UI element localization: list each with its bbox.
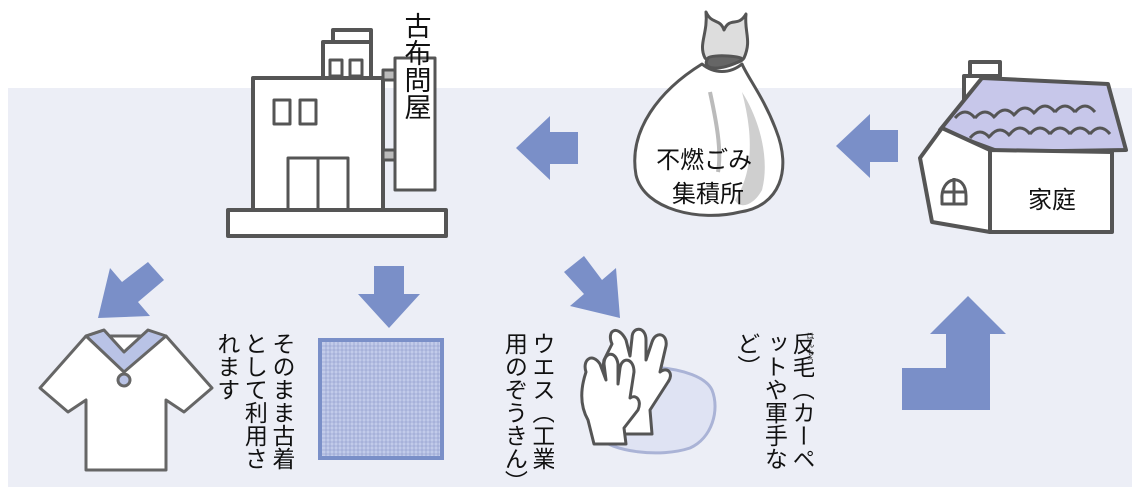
recycle-caption-box: 反毛（カーペットや軍手など）	[732, 332, 814, 470]
rag-caption: ウエス（工業用のぞうきん）	[500, 332, 554, 482]
arrow-collection-to-wholesaler	[516, 116, 578, 180]
collection-point-label: 不燃ごみ 集積所	[656, 146, 760, 208]
building-icon	[226, 28, 448, 238]
arrow-to-recycle	[564, 256, 620, 318]
arrow-to-rags	[358, 266, 420, 328]
recycle-ruby: はんもう	[806, 332, 815, 364]
reuse-caption-box: そのまま古着として利用されます	[212, 332, 294, 470]
rag-cloth-icon	[318, 338, 444, 460]
collection-point-label-line-2: 集積所	[672, 180, 744, 208]
rag-caption-box: ウエス（工業用のぞうきん）	[500, 332, 554, 482]
shirt-icon	[38, 328, 214, 472]
home-label: 家庭	[1028, 186, 1076, 214]
arrow-to-reuse	[98, 262, 164, 318]
gloves-icon	[580, 327, 717, 455]
collection-point-label-line-1: 不燃ごみ	[656, 146, 752, 174]
wholesaler-label: 古布問屋	[400, 12, 432, 120]
recycle-caption: 反毛（カーペットや軍手など）	[732, 332, 814, 470]
recycle-ruby-box: はんもう	[806, 332, 815, 364]
reuse-caption: そのまま古着として利用されます	[212, 332, 294, 470]
arrow-home-to-collection	[836, 114, 898, 178]
arrow-cycle-return	[902, 296, 1006, 410]
garbage-bag-icon	[633, 10, 785, 217]
house-icon	[918, 60, 1128, 234]
